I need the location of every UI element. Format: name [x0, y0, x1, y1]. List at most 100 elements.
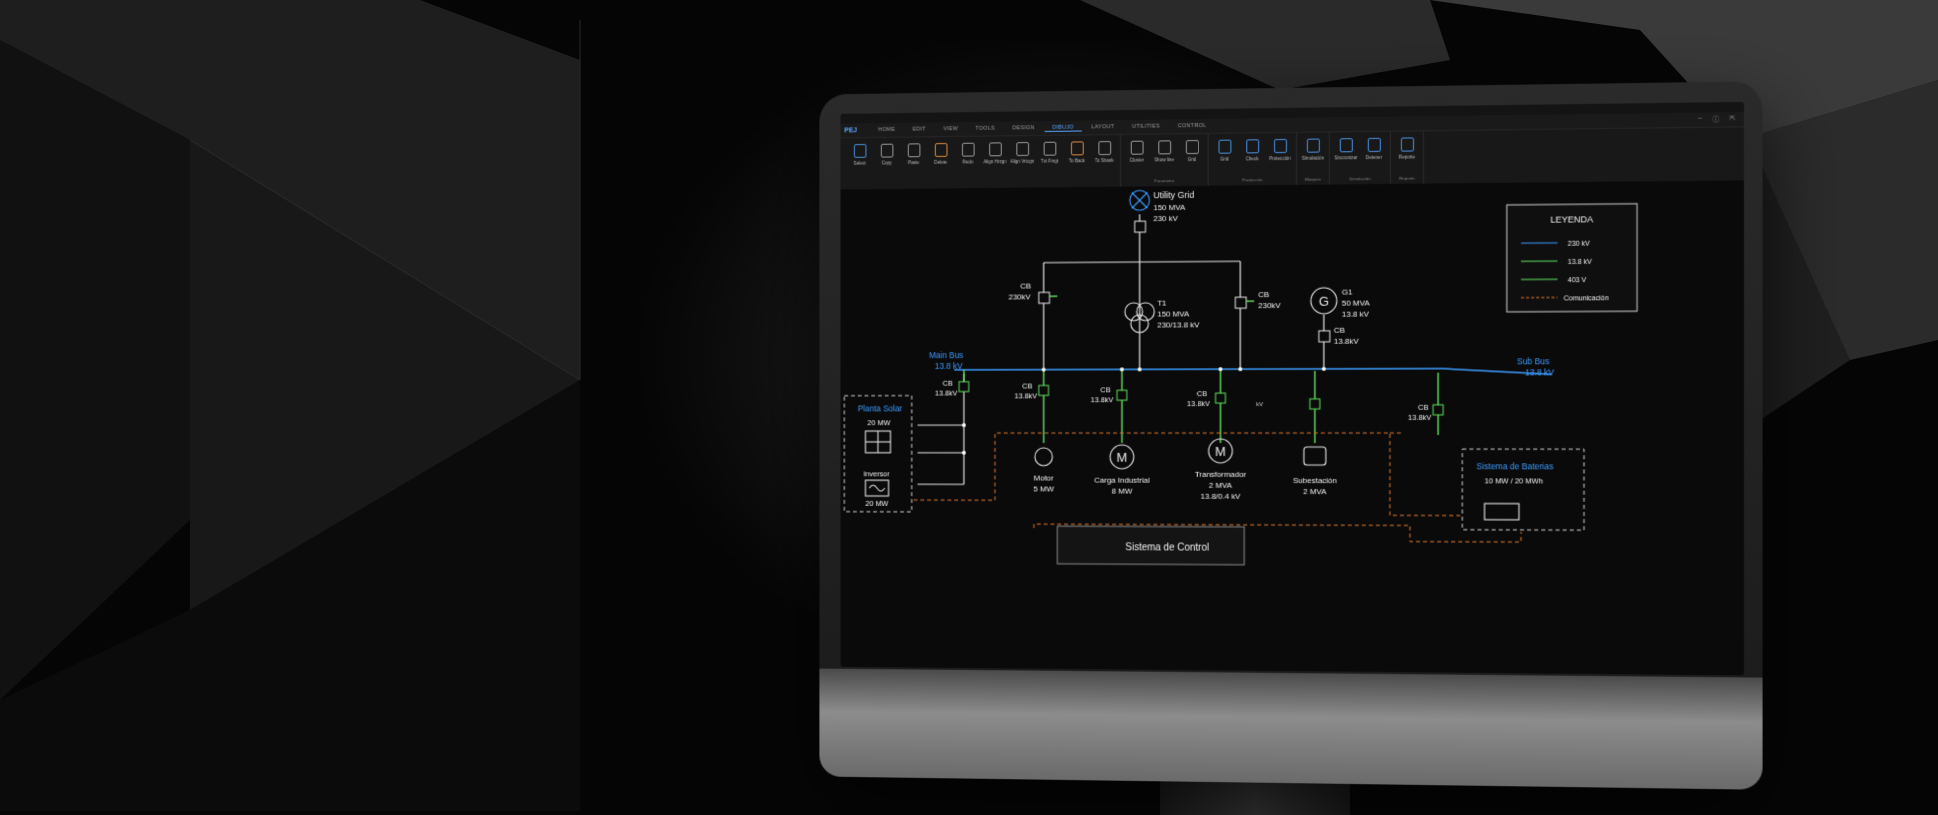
sync-label: Sincronizar	[1334, 155, 1357, 160]
carga-value: 8 MW	[1112, 487, 1133, 496]
legend-label-403v: 403 V	[1568, 277, 1587, 284]
transformador-value: 2 MVA	[1209, 481, 1233, 490]
main-bus	[954, 369, 1442, 370]
tab-design[interactable]: DESIGN	[1005, 125, 1043, 131]
transformador-cb-kv: 13.8kV	[1187, 399, 1210, 408]
check-icon	[1246, 139, 1259, 153]
delete-icon	[934, 143, 947, 157]
generator-glyph: G	[1319, 294, 1329, 309]
main-bus-title: Main Bus	[929, 350, 963, 360]
align-v-button[interactable]: Align Vrtcgn	[1010, 136, 1035, 188]
to-front-button[interactable]: To Sbank	[1092, 135, 1117, 187]
share-icon[interactable]: ⇱	[1730, 114, 1736, 124]
utility-kv: 230 kV	[1153, 214, 1178, 223]
motor-cb-kv: 13.8kV	[1014, 391, 1037, 400]
align-h-icon	[989, 142, 1002, 156]
control-system-title: Sistema de Control	[1125, 542, 1209, 553]
g1-cb-label: CB	[1334, 326, 1345, 335]
cb-left-box	[1039, 292, 1050, 303]
transformador-cb-box	[1216, 393, 1226, 403]
to-back-button[interactable]: To Back	[1064, 135, 1089, 187]
solar-cb-label: CB	[943, 379, 953, 388]
cluster-button[interactable]: Cluster	[1124, 135, 1150, 179]
simulation-icon	[1306, 139, 1319, 153]
text-button[interactable]: Txt Fmgt	[1037, 136, 1062, 188]
tab-layout[interactable]: LAYOUT	[1084, 124, 1123, 130]
ribbon-group-reporte: Reporte Reporte	[1391, 131, 1424, 184]
redo-button[interactable]: Redo	[955, 137, 980, 189]
motor-title: Motor	[1034, 474, 1054, 483]
carga-cb-box	[1117, 390, 1127, 400]
delete-button[interactable]: Delete	[928, 137, 953, 189]
cursor-icon	[853, 144, 865, 158]
ribbon-group-bloqueo: Simulación Bloqueo	[1297, 132, 1330, 184]
report-label: Reporte	[1399, 154, 1415, 159]
solar-mw: 20 MW	[867, 418, 890, 427]
motor-icon	[1035, 448, 1053, 466]
t1-ratio: 230/13.8 kV	[1157, 320, 1200, 329]
g1-cb-kv: 13.8kV	[1334, 337, 1360, 346]
monitor-chin	[819, 669, 1762, 790]
motor-cb-box	[1039, 385, 1049, 395]
to-back-label: To Back	[1069, 158, 1085, 163]
group-label-bloqueo: Bloqueo	[1300, 177, 1326, 185]
tab-tools[interactable]: TOOLS	[968, 126, 1003, 132]
subestacion-icon	[1304, 447, 1326, 465]
tab-edit[interactable]: EDIT	[905, 126, 934, 132]
carga-cb-kv: 13.8kV	[1091, 395, 1114, 404]
junction-dot	[962, 451, 966, 455]
simulation-button[interactable]: Simulación	[1300, 132, 1326, 176]
tab-dibujo[interactable]: DIBUJO	[1044, 124, 1081, 131]
cb-right-label: CB	[1258, 290, 1269, 299]
tab-utilities[interactable]: UTILITIES	[1124, 123, 1168, 130]
check-button[interactable]: Check	[1239, 133, 1265, 177]
stop-icon	[1367, 138, 1380, 152]
report-icon	[1400, 137, 1413, 151]
tab-home[interactable]: HOME	[871, 127, 903, 133]
report-button[interactable]: Reporte	[1394, 131, 1420, 176]
select-label: Select	[854, 161, 866, 166]
paste-button[interactable]: Paste	[901, 137, 926, 189]
utility-title: Utility Grid	[1153, 190, 1194, 200]
t1-mva: 150 MVA	[1157, 309, 1190, 318]
legend-label-230kv: 230 kV	[1568, 241, 1591, 248]
diagram-canvas[interactable]: G M M	[840, 180, 1743, 675]
grid2-icon	[1218, 140, 1231, 154]
minimize-icon[interactable]: –	[1698, 115, 1702, 125]
legend-label-13kv: 13.8 kV	[1568, 259, 1593, 266]
legend-title: LEYENDA	[1550, 214, 1593, 225]
stop-button[interactable]: Detener	[1361, 132, 1387, 176]
junction-dot	[1042, 368, 1046, 372]
motor-value: 5 MW	[1033, 484, 1054, 493]
subestacion-cb-box	[1310, 399, 1320, 409]
protection-button[interactable]: Protección	[1267, 133, 1293, 177]
junction-dot	[962, 423, 966, 427]
align-v-label: Align Vrtcgn	[1010, 159, 1034, 164]
to-back-icon	[1070, 141, 1083, 155]
text-label: Txt Fmgt	[1041, 159, 1059, 164]
tab-control[interactable]: CONTROL	[1170, 123, 1214, 130]
info-icon[interactable]: ⓘ	[1712, 114, 1719, 124]
sub-bus-kv: 13.8 kV	[1525, 367, 1555, 377]
sub-bus-title: Sub Bus	[1517, 356, 1550, 366]
transformador-ratio: 13.8/0.4 kV	[1201, 492, 1242, 501]
inverter-wave	[869, 485, 884, 491]
g1-mva: 50 MVA	[1342, 298, 1371, 307]
paste-icon	[907, 143, 920, 157]
text-icon	[1043, 142, 1056, 156]
show-line-button[interactable]: Show line	[1151, 134, 1177, 178]
redo-label: Redo	[962, 159, 973, 164]
tab-view[interactable]: VIEW	[936, 126, 966, 132]
hv-bus-line	[1044, 261, 1241, 262]
align-h-button[interactable]: Align Hrzgn	[982, 136, 1007, 188]
g1-kv: 13.8 kV	[1342, 309, 1370, 318]
copy-button[interactable]: Copy	[874, 138, 899, 189]
main-bus-kv: 13.8 kV	[935, 361, 963, 371]
grid2-button[interactable]: Grid	[1212, 134, 1238, 178]
t1-title: T1	[1157, 299, 1166, 308]
grid-button[interactable]: Grid	[1179, 134, 1205, 178]
select-button[interactable]: Select	[847, 138, 872, 189]
solar-cb-box	[959, 382, 969, 392]
subestacion-value: 2 MVA	[1303, 487, 1327, 496]
sync-button[interactable]: Sincronizar	[1333, 132, 1359, 176]
